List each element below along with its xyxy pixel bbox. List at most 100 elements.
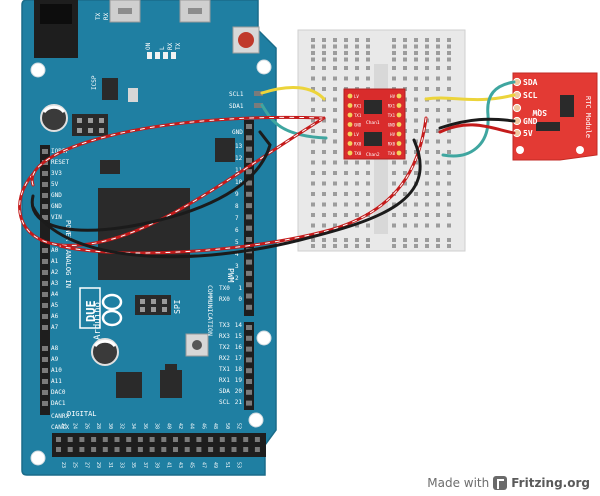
bb-hole xyxy=(436,202,440,207)
icsp-chip xyxy=(102,78,118,100)
bottom-pin-number: 47 xyxy=(200,462,206,468)
bb-hole xyxy=(447,192,451,196)
bottom-pin xyxy=(219,447,225,452)
bottom-pin-number-top: 50 xyxy=(224,423,230,429)
ls-right-pin-label: GND xyxy=(388,123,396,128)
watermark-brand: Fritzing.org xyxy=(511,476,590,490)
bb-hole xyxy=(322,108,326,112)
bb-hole xyxy=(333,57,337,62)
bb-hole xyxy=(366,181,370,186)
bottom-pin-number: 33 xyxy=(119,462,125,468)
bottom-pin xyxy=(231,447,237,452)
pin-label-5v: 5V xyxy=(51,181,59,188)
bottom-pin-number: 37 xyxy=(142,462,148,468)
bb-hole xyxy=(311,97,315,102)
mounting-hole xyxy=(30,62,46,78)
pin-label-gnd: GND xyxy=(51,192,62,199)
bb-hole xyxy=(425,171,429,175)
watermark-made-with: Made with xyxy=(427,476,490,490)
bottom-pin xyxy=(161,447,167,452)
ls-left-pin-label: TX1 xyxy=(354,113,362,118)
comm-pin-number: 21 xyxy=(235,399,243,406)
bottom-pin xyxy=(231,437,237,442)
ls-pin-right xyxy=(396,131,402,137)
bb-hole xyxy=(311,202,315,207)
ls-left-pin-label: GND xyxy=(354,123,362,128)
ls-pin-right xyxy=(396,112,402,118)
bottom-pin xyxy=(173,437,178,442)
bb-hole xyxy=(425,192,429,196)
bb-hole xyxy=(414,202,418,207)
bb-hole xyxy=(414,66,418,70)
pwm-pin-label: 2 xyxy=(235,275,239,282)
bb-hole xyxy=(333,44,337,49)
pwm-pin-label: 10 xyxy=(235,179,243,186)
wire-black-gnd-rtc xyxy=(438,117,516,130)
bottom-pin xyxy=(114,437,120,442)
analog-pin-label: A4 xyxy=(51,291,59,298)
pwm-pin-label: 4 xyxy=(235,251,239,258)
bb-hole xyxy=(447,66,451,70)
bb-hole xyxy=(425,76,429,81)
ls-pin-right xyxy=(396,122,402,127)
bb-hole xyxy=(344,202,348,207)
usb-label-tx: TX xyxy=(95,12,102,20)
bb-hole xyxy=(333,38,337,42)
bottom-pin xyxy=(173,447,178,452)
ls-left-pin-label: LV xyxy=(354,94,359,99)
bb-hole xyxy=(344,57,348,62)
wire-teal-sda-board xyxy=(260,103,328,140)
analog-pin-label: CANTX xyxy=(51,424,69,431)
bb-hole xyxy=(425,51,429,55)
bb-hole xyxy=(425,87,429,91)
bb-hole xyxy=(333,76,337,81)
ls-left-pin-label: RX0 xyxy=(354,142,362,147)
bb-hole xyxy=(322,238,326,242)
digital-label: DIGITAL xyxy=(67,410,97,418)
comm-pin xyxy=(246,325,252,330)
rtc-pin-scl: SCL xyxy=(523,91,538,100)
rtc-mount-hole xyxy=(576,146,584,154)
bb-hole xyxy=(333,51,337,55)
analog-in-label: ANALOG IN xyxy=(64,250,72,288)
bb-hole xyxy=(414,213,418,217)
bb-hole xyxy=(425,223,429,228)
comm-pin-label: SDA xyxy=(219,388,230,395)
bb-hole xyxy=(392,160,396,165)
left-header xyxy=(40,145,50,415)
pwm-pin-label: 6 xyxy=(235,227,239,234)
bottom-pin-number: 27 xyxy=(83,462,89,468)
bb-hole xyxy=(392,51,396,55)
bottom-pin xyxy=(243,437,249,442)
bb-hole xyxy=(322,87,326,91)
bottom-pin-number-top: 48 xyxy=(212,423,218,429)
sam3x8e-processor xyxy=(98,188,190,280)
bb-hole xyxy=(322,129,326,133)
led-label-l: L xyxy=(159,46,166,50)
bottom-pin xyxy=(102,447,108,452)
ls-pin-left xyxy=(347,103,353,108)
bottom-pin xyxy=(149,437,155,442)
bb-hole xyxy=(392,202,396,207)
bb-hole xyxy=(322,139,326,144)
bb-hole xyxy=(344,238,348,242)
bb-hole xyxy=(344,51,348,55)
bb-hole xyxy=(403,202,407,207)
spi-label: SPI xyxy=(173,299,182,314)
usb-slot xyxy=(188,8,202,14)
bb-hole xyxy=(436,57,440,62)
bb-hole xyxy=(322,192,326,196)
bb-hole xyxy=(447,87,451,91)
bb-hole xyxy=(333,150,337,154)
bb-hole xyxy=(414,160,418,165)
bottom-pin-number: 25 xyxy=(72,462,78,468)
bb-hole xyxy=(311,57,315,62)
bb-hole xyxy=(403,76,407,81)
comm-pin-number: 18 xyxy=(235,366,243,373)
digital-pin xyxy=(246,259,252,265)
chan2-label: Chan2 xyxy=(366,152,380,158)
comm-pin xyxy=(246,400,252,406)
